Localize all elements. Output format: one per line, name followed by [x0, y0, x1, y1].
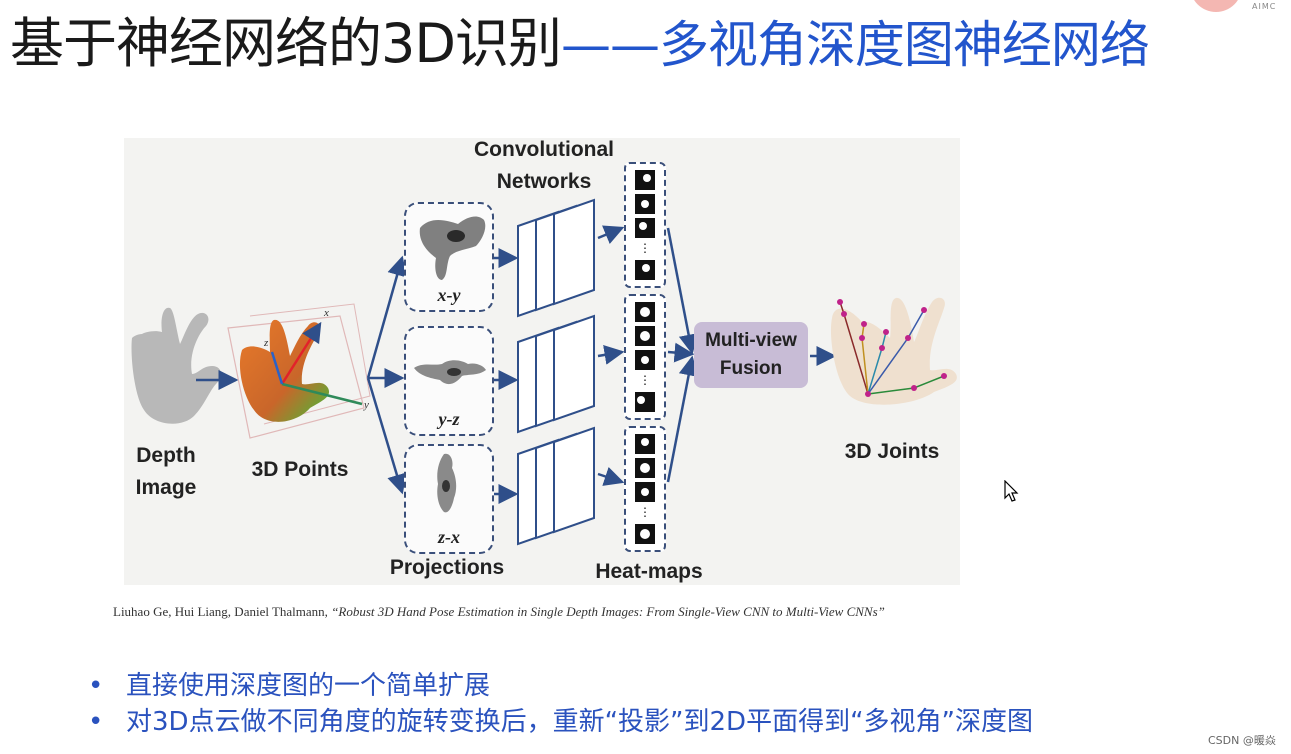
label-projections: Projections: [389, 556, 505, 579]
multi-view-fusion-label: Multi-view Fusion: [705, 330, 797, 379]
arrows-cnn-to-heatmaps: [597, 225, 625, 486]
bullet-item: • 对3D点云做不同角度的旋转变换后，重新“投影”到2D平面得到“多视角”深度图: [88, 704, 1033, 740]
citation-title: “Robust 3D Hand Pose Estimation in Singl…: [331, 604, 885, 619]
label-heat-maps: Heat-maps: [595, 560, 703, 583]
bullet-dot: •: [88, 707, 104, 737]
projection-zx-image: [437, 453, 457, 513]
label-3d-points: 3D Points: [251, 458, 349, 481]
heatmap-column-1: ⋮: [624, 162, 666, 288]
svg-text:⋮: ⋮: [639, 373, 651, 387]
bullet-dot: •: [88, 671, 104, 701]
axis-z-label: z: [263, 337, 269, 349]
title-subtitle: ——多视角深度图神经网络: [560, 16, 1150, 74]
svg-text:⋮: ⋮: [639, 241, 651, 255]
points-3d-hand: x y z: [227, 303, 371, 439]
csdn-watermark: CSDN @暖焱: [1208, 734, 1276, 747]
label-depth-image: Depth Image: [126, 440, 206, 504]
axis-x-label: x: [323, 307, 329, 319]
heatmap-column-2: ⋮: [624, 294, 666, 420]
mouse-cursor-icon: [1004, 480, 1019, 502]
label-3d-joints: 3D Joints: [844, 440, 940, 463]
multi-view-fusion-box: Multi-view Fusion: [694, 322, 808, 388]
title-main: 基于神经网络的3D识别: [10, 12, 562, 75]
projection-zx: z-x: [404, 444, 494, 554]
projection-yz: y-z: [404, 326, 494, 436]
brand-logo: [1190, 0, 1242, 12]
slide-title: 基于神经网络的3D识别——多视角深度图神经网络: [10, 8, 1150, 81]
projection-xy-label: x-y: [437, 285, 461, 305]
pipeline-figure: x y z: [124, 138, 960, 585]
projection-yz-image: [414, 360, 486, 385]
pipeline-diagram-svg: x y z: [131, 198, 957, 546]
projection-xy-image: [419, 216, 486, 280]
label-conv-networks: Convolutional Networks: [474, 138, 614, 193]
svg-text:⋮: ⋮: [639, 505, 651, 519]
bullet-item: • 直接使用深度图的一个简单扩展: [88, 668, 1033, 704]
bullet-text: 对3D点云做不同角度的旋转变换后，重新“投影”到2D平面得到“多视角”深度图: [126, 707, 1034, 737]
depth-image-hand: [131, 307, 221, 424]
conv-network-2: [517, 314, 595, 434]
citation-authors: Liuhao Ge, Hui Liang, Daniel Thalmann,: [113, 604, 328, 619]
brand-logo-text: AIMC: [1252, 2, 1277, 11]
conv-network-3: [517, 426, 595, 546]
projection-zx-label: z-x: [438, 527, 460, 547]
heatmap-column-3: ⋮: [624, 426, 666, 552]
projection-xy: x-y: [404, 202, 494, 312]
conv-network-1: [517, 198, 595, 318]
arrows-to-projections: [366, 255, 407, 495]
heatmap-column-1-cells: ⋮: [635, 170, 655, 280]
arrows-heatmaps-to-fusion: [666, 227, 699, 483]
arrows-proj-to-cnn: [492, 248, 519, 504]
joints-3d-hand: [830, 297, 957, 405]
bullet-text: 直接使用深度图的一个简单扩展: [126, 671, 491, 701]
projection-yz-label: y-z: [438, 409, 460, 429]
bullet-list: • 直接使用深度图的一个简单扩展 • 对3D点云做不同角度的旋转变换后，重新“投影”…: [88, 668, 1033, 740]
heatmap-column-3-cells: ⋮: [635, 434, 655, 544]
figure-citation: Liuhao Ge, Hui Liang, Daniel Thalmann, “…: [113, 604, 885, 620]
axis-y-label: y: [363, 399, 369, 411]
label-depth-image-text: Depth Image: [135, 444, 197, 499]
heatmap-column-2-cells: ⋮: [635, 302, 655, 412]
